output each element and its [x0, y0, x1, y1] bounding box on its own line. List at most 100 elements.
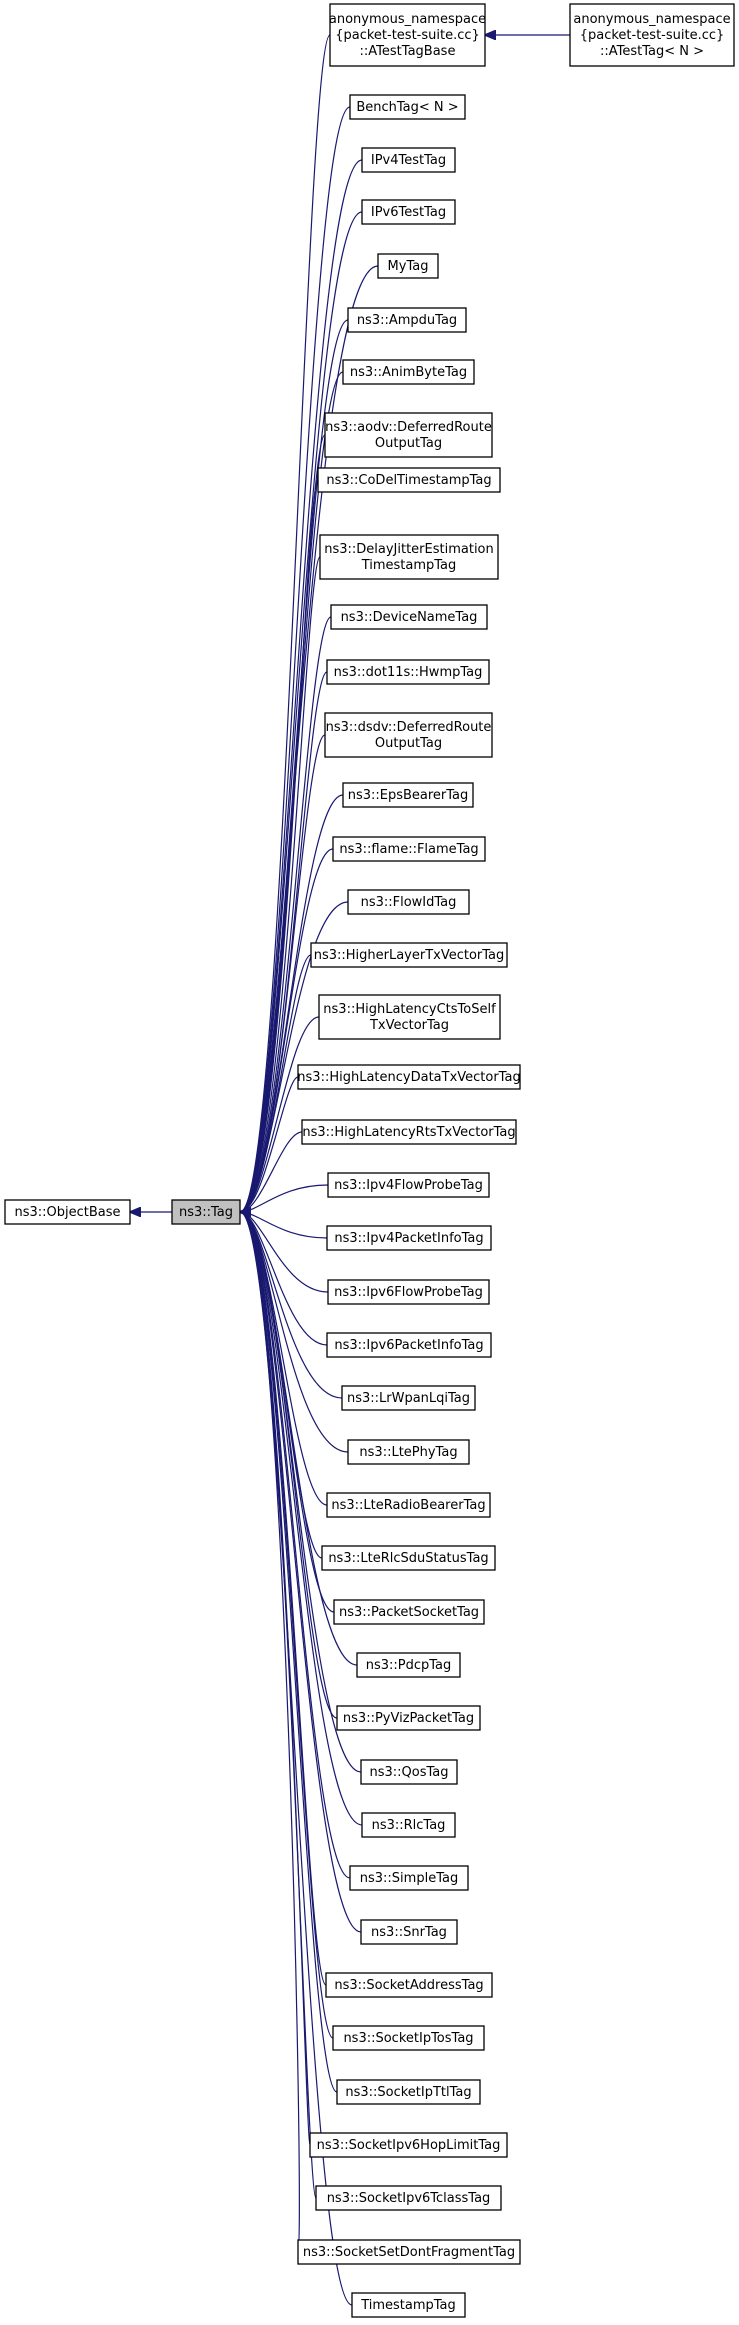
- class-name-label: ns3::dot11s::HwmpTag: [334, 665, 483, 680]
- class-node-socketipttl[interactable]: ns3::SocketIpTtlTag: [336, 2079, 481, 2105]
- class-node-higherlayer[interactable]: ns3::HigherLayerTxVectorTag: [310, 942, 508, 968]
- class-node-socketiptos[interactable]: ns3::SocketIpTosTag: [332, 2025, 485, 2051]
- class-box[interactable]: [361, 147, 456, 173]
- class-box[interactable]: [361, 199, 456, 225]
- class-node-ipv4flowprobe[interactable]: ns3::Ipv4FlowProbeTag: [327, 1172, 490, 1198]
- class-box[interactable]: [336, 1705, 481, 1731]
- class-box[interactable]: [318, 994, 501, 1040]
- class-box[interactable]: [310, 942, 508, 968]
- class-box[interactable]: [347, 889, 470, 915]
- class-node-hwmptag[interactable]: ns3::dot11s::HwmpTag: [326, 659, 490, 685]
- class-box[interactable]: [349, 1865, 469, 1891]
- class-name-label: ns3::LtePhyTag: [359, 1445, 457, 1460]
- class-node-timestamptag[interactable]: TimestampTag: [351, 2292, 466, 2318]
- class-box[interactable]: [326, 659, 490, 685]
- class-box[interactable]: [309, 2132, 508, 2158]
- class-node-ipv4testtag[interactable]: IPv4TestTag: [361, 147, 456, 173]
- class-node-flametag[interactable]: ns3::flame::FlameTag: [332, 836, 486, 862]
- class-box[interactable]: [332, 836, 486, 862]
- class-node-ltephy[interactable]: ns3::LtePhyTag: [347, 1439, 470, 1465]
- class-node-qostag[interactable]: ns3::QosTag: [360, 1759, 458, 1785]
- class-node-rlctag[interactable]: ns3::RlcTag: [361, 1812, 456, 1838]
- edge-socketaddress-to-tag: [240, 1212, 327, 1986]
- class-node-socketipv6tclass[interactable]: ns3::SocketIpv6TclassTag: [315, 2185, 502, 2211]
- class-box[interactable]: [356, 1652, 461, 1678]
- class-box[interactable]: [360, 1759, 458, 1785]
- class-node-highlatrts[interactable]: ns3::HighLatencyRtsTxVectorTag: [301, 1119, 517, 1145]
- class-node-simpletag[interactable]: ns3::SimpleTag: [349, 1865, 469, 1891]
- class-node-packetsocket[interactable]: ns3::PacketSocketTag: [333, 1599, 485, 1625]
- class-box[interactable]: [347, 307, 467, 333]
- class-node-pyvizpacket[interactable]: ns3::PyVizPacketTag: [336, 1705, 481, 1731]
- class-box[interactable]: [326, 1492, 491, 1518]
- class-node-animbytetag[interactable]: ns3::AnimByteTag: [342, 359, 475, 385]
- class-box[interactable]: [360, 1919, 458, 1945]
- class-name-label: ::ATestTagBase: [360, 44, 456, 59]
- class-box[interactable]: [332, 2025, 485, 2051]
- class-node-atesttag[interactable]: anonymous_namespace{packet-test-suite.cc…: [569, 3, 735, 67]
- class-box[interactable]: [377, 253, 439, 279]
- class-box[interactable]: [351, 2292, 466, 2318]
- class-box[interactable]: [171, 1199, 241, 1225]
- class-node-socketsetdontfrag[interactable]: ns3::SocketSetDontFragmentTag: [297, 2239, 521, 2265]
- class-node-socketaddress[interactable]: ns3::SocketAddressTag: [325, 1972, 493, 1998]
- class-box[interactable]: [319, 534, 499, 580]
- class-name-label: ns3::SocketIpv6TclassTag: [327, 2191, 491, 2206]
- class-node-ipv6packetinfo[interactable]: ns3::Ipv6PacketInfoTag: [326, 1332, 492, 1358]
- class-box[interactable]: [341, 1385, 476, 1411]
- class-box[interactable]: [317, 467, 501, 493]
- class-node-devicename[interactable]: ns3::DeviceNameTag: [330, 604, 488, 630]
- class-box[interactable]: [297, 2239, 521, 2265]
- class-node-tag[interactable]: ns3::Tag: [171, 1199, 241, 1225]
- class-box[interactable]: [342, 359, 475, 385]
- class-name-label: TxVectorTag: [369, 1018, 449, 1033]
- class-name-label: MyTag: [388, 259, 429, 274]
- class-node-lterlcsdu[interactable]: ns3::LteRlcSduStatusTag: [321, 1545, 496, 1571]
- class-box[interactable]: [330, 604, 488, 630]
- class-node-snrtag[interactable]: ns3::SnrTag: [360, 1919, 458, 1945]
- class-box[interactable]: [569, 3, 735, 67]
- class-node-lrwpanlqi[interactable]: ns3::LrWpanLqiTag: [341, 1385, 476, 1411]
- class-box[interactable]: [315, 2185, 502, 2211]
- class-box[interactable]: [325, 1972, 493, 1998]
- class-name-label: ns3::PyVizPacketTag: [343, 1711, 474, 1726]
- class-box[interactable]: [329, 3, 486, 67]
- class-name-label: ns3::FlowIdTag: [361, 895, 457, 910]
- class-box[interactable]: [342, 782, 474, 808]
- class-box[interactable]: [349, 94, 466, 120]
- class-node-ipv6flowprobe[interactable]: ns3::Ipv6FlowProbeTag: [327, 1279, 490, 1305]
- class-node-socketipv6hop[interactable]: ns3::SocketIpv6HopLimitTag: [309, 2132, 508, 2158]
- class-box[interactable]: [326, 1332, 492, 1358]
- class-box[interactable]: [347, 1439, 470, 1465]
- class-node-benchtag[interactable]: BenchTag< N >: [349, 94, 466, 120]
- class-node-ampdutag[interactable]: ns3::AmpduTag: [347, 307, 467, 333]
- class-node-highlatdata[interactable]: ns3::HighLatencyDataTxVectorTag: [297, 1064, 521, 1090]
- class-box[interactable]: [324, 412, 493, 458]
- class-box[interactable]: [321, 1545, 496, 1571]
- class-node-objectbase[interactable]: ns3::ObjectBase: [4, 1199, 131, 1225]
- class-box[interactable]: [361, 1812, 456, 1838]
- class-box[interactable]: [301, 1119, 517, 1145]
- class-box[interactable]: [326, 1225, 492, 1251]
- class-node-flowid[interactable]: ns3::FlowIdTag: [347, 889, 470, 915]
- class-node-codeltimestamp[interactable]: ns3::CoDelTimestampTag: [317, 467, 501, 493]
- class-name-label: ns3::Ipv6PacketInfoTag: [334, 1338, 483, 1353]
- class-box[interactable]: [333, 1599, 485, 1625]
- class-box[interactable]: [327, 1279, 490, 1305]
- class-node-pdcptag[interactable]: ns3::PdcpTag: [356, 1652, 461, 1678]
- class-node-epsbearer[interactable]: ns3::EpsBearerTag: [342, 782, 474, 808]
- class-node-mytag[interactable]: MyTag: [377, 253, 439, 279]
- class-box[interactable]: [4, 1199, 131, 1225]
- class-node-atesttagbase[interactable]: anonymous_namespace{packet-test-suite.cc…: [329, 3, 486, 67]
- class-node-ipv4packetinfo[interactable]: ns3::Ipv4PacketInfoTag: [326, 1225, 492, 1251]
- class-node-ipv6testtag[interactable]: IPv6TestTag: [361, 199, 456, 225]
- class-node-lteradiobearer[interactable]: ns3::LteRadioBearerTag: [326, 1492, 491, 1518]
- class-box[interactable]: [327, 1172, 490, 1198]
- class-box[interactable]: [297, 1064, 521, 1090]
- class-box[interactable]: [324, 712, 493, 758]
- class-box[interactable]: [336, 2079, 481, 2105]
